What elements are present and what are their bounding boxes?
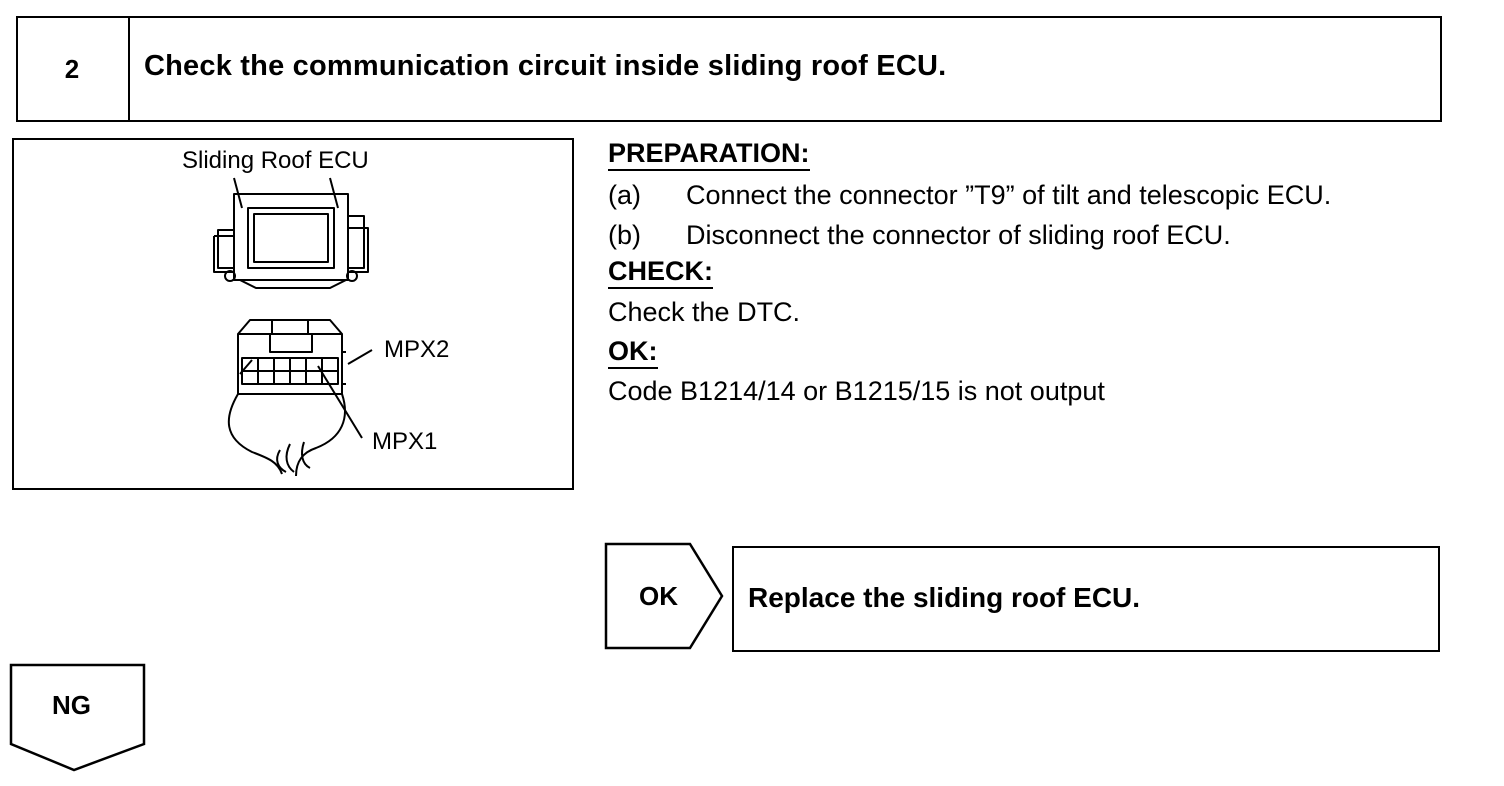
ok-action-text: Replace the sliding roof ECU. xyxy=(748,582,1141,613)
illustration-frame xyxy=(12,138,574,490)
ng-arrow-tab xyxy=(9,663,146,772)
ok-label: OK xyxy=(639,581,678,611)
ng-label: NG xyxy=(52,690,91,720)
connector-drawing xyxy=(227,319,346,477)
mpx2-leader-line xyxy=(347,349,373,365)
step-number: 2 xyxy=(16,16,130,122)
mpx1-leader-line xyxy=(317,365,363,439)
mpx2-label: MPX2 xyxy=(384,336,450,363)
check-text: Check the DTC. xyxy=(608,297,801,327)
preparation-heading: PREPARATION: xyxy=(608,138,810,171)
preparation-item-a-marker: (a) xyxy=(608,180,641,210)
sliding-roof-ecu-illustration xyxy=(213,177,373,477)
ok-arrow-tab xyxy=(604,542,724,650)
illustration-title: Sliding Roof ECU xyxy=(182,147,369,174)
preparation-item-b-text: Disconnect the connector of sliding roof… xyxy=(686,220,1231,250)
ecu-unit-drawing xyxy=(213,177,369,289)
step-title: Check the communication circuit inside s… xyxy=(144,50,947,82)
ok-criteria-heading: OK: xyxy=(608,336,658,369)
check-heading: CHECK: xyxy=(608,256,713,289)
ok-action-box xyxy=(732,546,1440,652)
mpx1-label: MPX1 xyxy=(372,428,438,455)
preparation-item-b-marker: (b) xyxy=(608,220,641,250)
ok-criteria-text: Code B1214/14 or B1215/15 is not output xyxy=(608,376,1105,406)
step-header-box xyxy=(16,16,1442,122)
preparation-item-a-text: Connect the connector ”T9” of tilt and t… xyxy=(686,180,1332,210)
